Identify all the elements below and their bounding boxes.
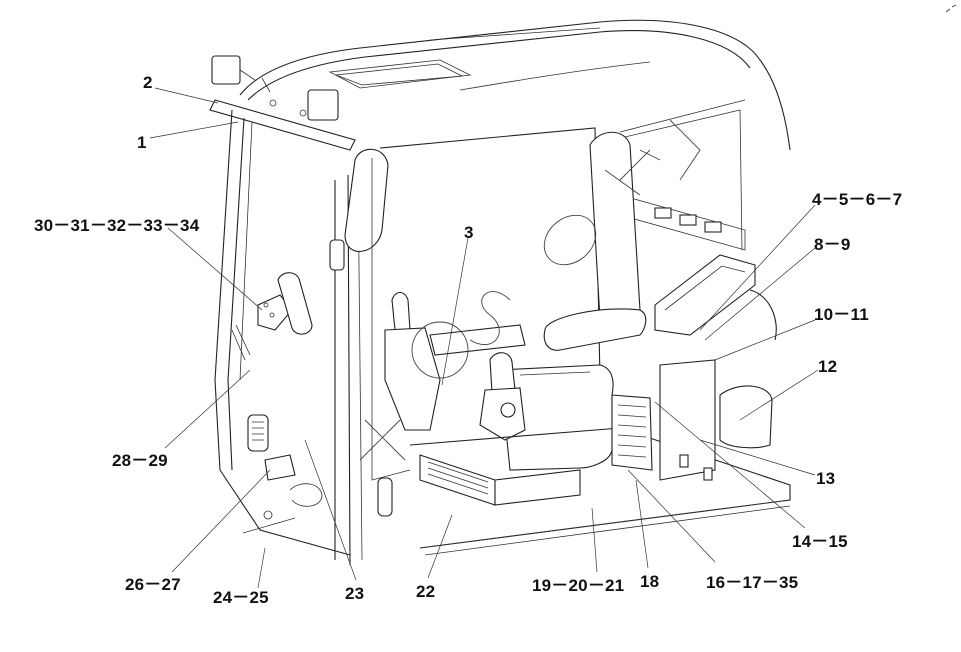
callout-18: 18 [640,572,660,591]
leader-26 [171,469,271,573]
callout-4-7: 4－5－6－7 [812,190,903,209]
leader-12 [739,369,819,421]
front-pillar-left [214,109,351,556]
callout-12: 12 [818,357,838,376]
floor-and-grille [377,427,791,556]
leader-30 [167,227,263,311]
callout-28-29: 28－29 [112,451,168,470]
callout-22: 22 [416,582,436,601]
callout-24-25: 24－25 [213,588,269,607]
callout-30-34: 30－31－32－33－34 [34,216,200,235]
leader-24 [242,517,296,589]
leader-16 [627,469,716,563]
door-pillar [329,148,389,566]
perforated-panel [611,394,653,471]
leader-13 [699,439,816,476]
callout-2: 2 [143,73,153,92]
rear-storage-box [659,359,773,481]
corner-scan-mark [945,4,957,13]
leader-18 [635,479,649,569]
callout-23: 23 [345,584,365,603]
right-console [619,194,777,341]
leader-19 [591,507,598,573]
leader-1 [149,121,239,139]
callout-8-9: 8－9 [814,235,851,254]
callout-13: 13 [816,469,836,488]
cab-roof [239,19,791,151]
operator-seat [499,131,647,471]
leader-28 [164,369,251,449]
leader-3 [441,237,469,386]
leader-lines [149,87,819,589]
leader-23 [304,439,357,581]
callout-26-27: 26－27 [125,575,181,594]
leader-8 [704,247,816,341]
leader-14 [654,401,806,529]
work-light-bar [209,55,356,151]
leader-22 [427,514,453,579]
watermark [359,119,701,461]
callout-1: 1 [137,133,147,152]
callout-3: 3 [464,223,474,242]
leader-10 [714,319,816,361]
left-switch-panel [231,272,313,361]
callout-16-17-35: 16－17－35 [706,573,799,592]
leader-2 [154,87,219,104]
control-levers [384,291,526,441]
leader-4 [699,204,816,331]
left-floor-pedals [247,414,323,520]
callout-10-11: 10－11 [814,305,869,324]
callout-14-15: 14－15 [792,532,848,551]
callout-19-21: 19－20－21 [532,576,625,595]
